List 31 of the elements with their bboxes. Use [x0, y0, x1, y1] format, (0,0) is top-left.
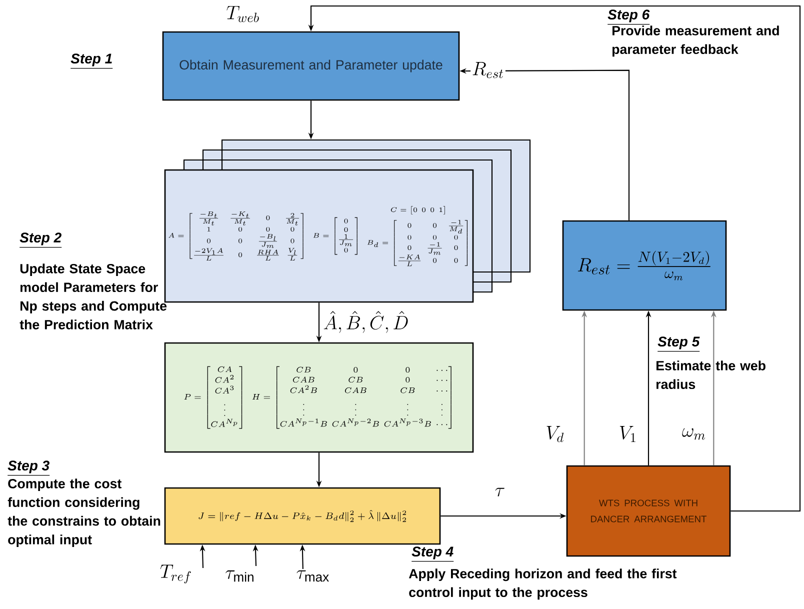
- edge-label: $\tau_{\max}$: [294, 569, 332, 583]
- edge-label: $T_{web}$: [224, 4, 262, 24]
- edge-label: $T_{ref}$: [158, 563, 194, 585]
- edge-label: $V_1$: [618, 424, 638, 444]
- step-description: Estimate the web radius: [656, 360, 766, 390]
- node-label: $B_d=\begin{bmatrix}0 & 0 & \frac{-1}{M_d}\\ 0 & 0 & 0\\ 0 & \frac{-1}{J_m} & 0\\ \frac{-KA}{L} & 0 & 0\end{bmatrix}$: [367, 220, 468, 266]
- node-label: $B=\begin{bmatrix}0\\ 0\\ \frac{1}{J_m}\\ 0\end{bmatrix}$: [313, 217, 358, 255]
- cost-function-box: $J=\left\|ref-H\Delta u-P\hat{x}_k-B_d d\right\|_2^2+\hat{\lambda}\left\|\Delta u\right\|_2^2$: [164, 487, 441, 545]
- step-heading: Step 3: [7, 460, 50, 476]
- edge-label: $V_d$: [544, 424, 566, 444]
- step-heading: Step 5: [657, 336, 700, 352]
- step-description: Provide measurement and parameter feedback: [612, 26, 779, 57]
- step-heading: Step 2: [19, 232, 62, 248]
- step-description: Compute the cost function considering the constrains to obtain optimal input: [8, 478, 160, 548]
- step-heading: Step 1: [70, 54, 113, 69]
- edge-label: $R_{est}$: [470, 60, 506, 80]
- process-box: Obtain Measurement and Parameter update: [162, 31, 460, 101]
- node-label: $C=\begin{bmatrix}0 & 0 & 0 & 1\end{bmatrix}$: [390, 206, 445, 214]
- formula-box: $R_{est}=\frac{N(V_1-2V_d)}{\omega_m}$: [562, 220, 727, 311]
- matrix-box: $P=\begin{bmatrix}CA\\ CA^2\\ CA^3\\ \vdots\\ CA^{N_p}\end{bmatrix}$ $H=\begin{bmatrix}CB & 0 & 0 & \cdots\\ CAB & CB & 0 & \cdots\\ CA^2B & CAB & CB & \cdots\\ \vdots & \vdots & \vdots & \vdots\\ CA^{N_p-1}B & CA^{N_p-2}B & CA^{N_p-3}B & \cdots\end{bmatrix}$: [164, 342, 474, 453]
- step-description: Update State Space model Parameters for Np steps and Compute the Prediction Matrix: [20, 264, 167, 330]
- step-heading: Step 4: [411, 546, 454, 562]
- process-box: WTS PROCESS WITH DANCER ARRANGEMENT: [566, 465, 731, 557]
- edge-label: $\hat{A},\hat{B},\hat{C},\hat{D}$: [322, 310, 410, 334]
- step-description: Apply Receding horizon and feed the first control input to the process: [408, 568, 677, 600]
- matrix-box: $A=\begin{bmatrix}\frac{-B_t}{M_t} & \frac{-K_t}{M_t} & 0 & \frac{2}{M_t}\\ 1 & 0 & 0 & 0\\ 0 & 0 & \frac{-B_l}{J_m} & 0\\ \frac{-2V_1A}{L} & 0 & \frac{RHA}{L} & \frac{V_l}{L}\end{bmatrix}$ $B=\begin{bmatrix}0\\ 0\\ \frac{1}{J_m}\\ 0\end{bmatrix}$ $C=\begin{bmatrix}0 & 0 & 0 & 1\end{bmatrix}$ $B_d=\begin{bmatrix}0 & 0 & \frac{-1}{M_d}\\ 0 & 0 & 0\\ 0 & \frac{-1}{J_m} & 0\\ \frac{-KA}{L} & 0 & 0\end{bmatrix}$: [164, 169, 474, 303]
- edge-label: $\tau$: [494, 486, 506, 498]
- edge-label: $\tau_{\min}$: [224, 569, 256, 583]
- node-label: $A=\begin{bmatrix}\frac{-B_t}{M_t} & \frac{-K_t}{M_t} & 0 & \frac{2}{M_t}\\ 1 & 0 & 0 & 0\\ 0 & 0 & \frac{-B_l}{J_m} & 0\\ \frac{-2V_1A}{L} & 0 & \frac{RHA}{L} & \frac{V_l}{L}\end{bmatrix}$: [168, 211, 304, 261]
- step-heading: Step 6: [607, 10, 650, 25]
- edge-label: $\omega_m$: [680, 427, 708, 441]
